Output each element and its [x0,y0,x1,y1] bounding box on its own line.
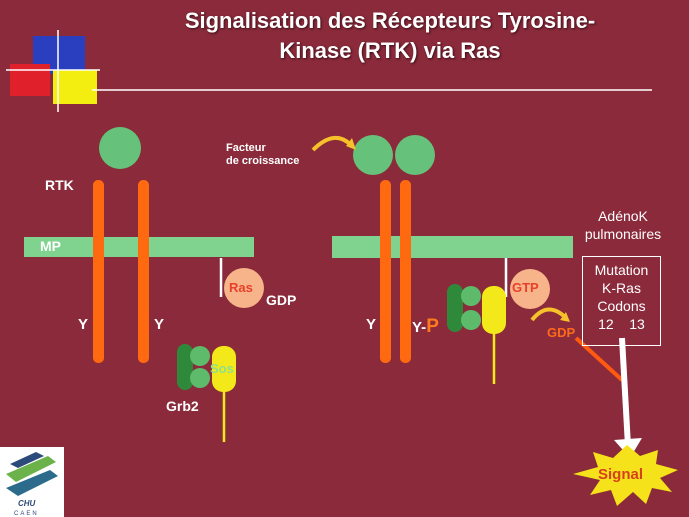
rtk-ligand-site [99,127,141,169]
decorative-squares [6,30,100,112]
growth-factor-line-2: de croissance [226,155,300,167]
logo-text-chu: CHU [18,499,36,508]
gtp-hydrolysis-arrow [530,307,568,322]
logo-mark-dark [10,452,44,468]
sos-label: Sos [210,361,234,376]
adenocarcinoma-label: AdénoK pulmonaires [578,207,668,243]
grb2-sos-bound-complex [447,284,506,384]
logo-mark-green [6,456,56,482]
growth-factor-line-1: Facteur [226,142,266,154]
mutation-line-2: K-Ras [602,280,641,296]
title-line-2: Kinase (RTK) via Ras [279,38,501,63]
membrane-right [332,236,573,258]
growth-factor-label: Facteur de croissance [226,142,299,168]
grb2-sos-complex [177,344,236,442]
active-rtk-left-chain [380,180,391,363]
adenocarcinoma-line-1: AdénoK [598,208,648,224]
grb2-label: Grb2 [166,398,199,414]
logo-mark-blue [6,470,58,496]
kras-mutation-box: Mutation K-Ras Codons 12 13 [582,256,661,346]
gdp-released-label: GDP [547,325,576,340]
slide-title: Signalisation des Récepteurs Tyrosine- K… [110,6,670,66]
growth-factor-arrow [311,136,354,152]
phosphate-label: P [426,316,439,337]
rtk-right-chain [138,180,149,363]
tyrosine-left-label: Y [78,316,89,333]
rtk-label: RTK [45,177,74,193]
growth-factor-ligand-1 [353,135,393,175]
gtp-label: GTP [512,280,539,295]
membrane-label: MP [40,238,61,254]
gtp-hydrolysis-arrowhead [560,312,570,322]
growth-factor-ligand-2 [395,135,435,175]
rtk-left-chain [93,180,104,363]
signal-label: Signal [598,466,644,483]
logo-text-caen: CAEN [14,511,39,517]
mutation-line-4: 12 13 [598,316,645,332]
adenocarcinoma-line-2: pulmonaires [584,226,662,242]
phosphotyrosine-label: Y-P [412,316,439,338]
title-line-1: Signalisation des Récepteurs Tyrosine- [184,8,596,33]
mutation-line-3: Codons [597,298,646,314]
ras-gtp-protein [510,269,550,309]
signal-burst [573,445,678,506]
active-rtk-right-chain [400,180,411,363]
ras-protein [224,268,264,308]
gdp-label: GDP [266,292,297,308]
ras-label: Ras [229,280,253,295]
tyrosine-right-label: Y [154,316,165,333]
growth-factor-arrowhead [346,138,356,150]
tyrosine-label: Y [366,316,377,333]
mutation-line-1: Mutation [594,262,649,278]
signal-arrow-shaft [619,337,631,447]
phosphotyrosine-y: Y- [412,319,427,336]
